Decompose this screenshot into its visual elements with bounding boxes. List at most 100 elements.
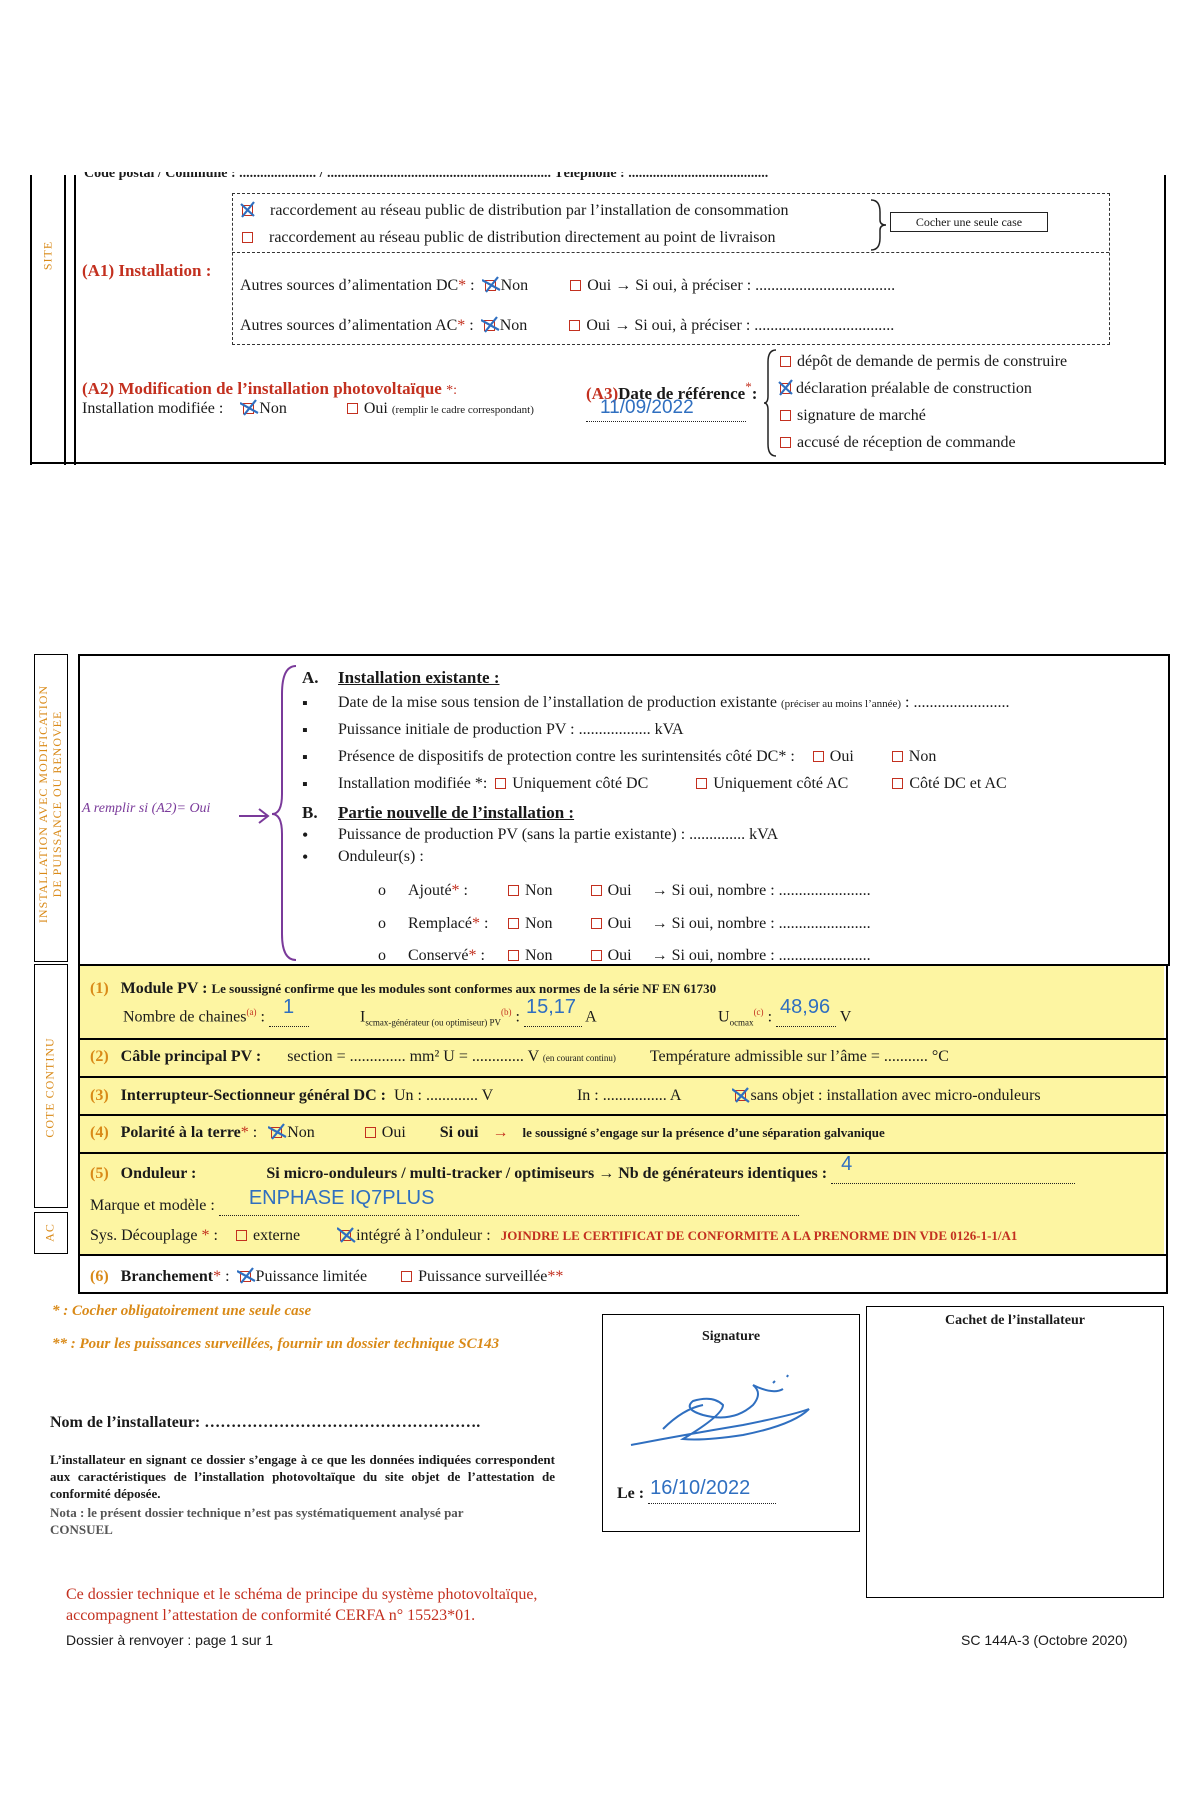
row-4: (4) Polarité à la terre* : Non Oui Si ou… xyxy=(90,1123,885,1141)
dc-frame xyxy=(78,964,1168,1294)
engage-text: L’installateur en signant ce dossier s’e… xyxy=(50,1452,555,1501)
brace-icon xyxy=(870,199,887,251)
conserve-non-checkbox-icon[interactable] xyxy=(508,950,519,961)
dc-oui-checkbox-icon[interactable] xyxy=(570,280,582,291)
frame-inner-left xyxy=(64,175,66,465)
conserve-oui-checkbox-icon[interactable] xyxy=(590,950,602,961)
inst-modifiee-row: Installation modifiée : Non Oui (remplir… xyxy=(82,399,534,418)
checkbox-icon xyxy=(780,410,791,421)
B-item-2-text: Onduleur(s) : xyxy=(338,848,424,865)
a2-oui-label: Oui xyxy=(363,400,388,417)
marque-field[interactable]: ENPHASE IQ7PLUS xyxy=(218,1187,799,1216)
frame-bottom xyxy=(30,462,1166,464)
dc-colon: : xyxy=(470,277,475,294)
ac-label: Autres sources d’alimentation AC xyxy=(240,317,458,334)
checked-box-icon xyxy=(778,379,793,396)
ac-colon: : xyxy=(469,317,474,334)
dossier-line-1: Ce dossier technique et le schéma de pri… xyxy=(66,1586,538,1603)
integre-checked-icon[interactable] xyxy=(337,1227,356,1243)
sans-objet-checked-icon[interactable] xyxy=(731,1087,750,1103)
le-label: Le : 16/10/2022 xyxy=(617,1477,777,1504)
inst-modifiee-label: Installation modifiée : xyxy=(82,400,224,417)
marque-value: ENPHASE IQ7PLUS xyxy=(248,1187,435,1209)
frame-left xyxy=(30,175,32,465)
ref-option-4[interactable]: accusé de réception de commande xyxy=(780,434,1016,452)
signature-scribble-icon xyxy=(630,1374,810,1446)
raccord-2-text: raccordement au réseau public de distrib… xyxy=(269,229,776,246)
raccord-option-1[interactable]: raccordement au réseau public de distrib… xyxy=(240,201,789,220)
protection-non-label: Non xyxy=(908,748,937,765)
dc-star: * xyxy=(458,277,467,294)
externe-checkbox-icon[interactable] xyxy=(235,1230,247,1241)
limitee-checked-icon[interactable] xyxy=(236,1267,256,1284)
chaines-field[interactable]: 1 xyxy=(268,996,309,1028)
surveillee-checkbox-icon[interactable] xyxy=(401,1271,413,1282)
dc-label: Autres sources d’alimentation DC xyxy=(240,277,459,294)
signature-box[interactable]: Signature Le : 16/10/2022 xyxy=(602,1314,860,1532)
protection-non-checkbox-icon[interactable] xyxy=(891,751,903,762)
a1-divider xyxy=(232,252,1109,253)
dc-non-checked-icon[interactable] xyxy=(481,276,501,293)
a3-date-value: 11/09/2022 xyxy=(600,397,694,418)
ac-oui-checkbox-icon[interactable] xyxy=(569,320,581,331)
ac-non-label: Non xyxy=(499,317,528,334)
ac-non-checked-icon[interactable] xyxy=(480,316,500,333)
opt-both-checkbox-icon[interactable] xyxy=(892,778,904,789)
row-4-bg xyxy=(80,1116,1164,1152)
frame-right xyxy=(1164,175,1166,465)
ajoute-oui-checkbox-icon[interactable] xyxy=(590,885,602,896)
divider-3 xyxy=(78,1114,1166,1116)
row-1-line-2: Nombre de chaines(a) : 1 xyxy=(123,996,309,1028)
polarite-oui-checkbox-icon[interactable] xyxy=(364,1127,376,1138)
remplace-non-checkbox-icon[interactable] xyxy=(508,918,519,929)
opt-both-label: Côté DC et AC xyxy=(909,775,1007,792)
uoc-field: Uocmax(c) : 48,96 V xyxy=(718,996,852,1028)
ac-cell xyxy=(34,1212,68,1254)
divider-2 xyxy=(78,1076,1166,1078)
a3-date-field[interactable]: 11/09/2022 xyxy=(586,397,746,422)
frame-inner-left-2 xyxy=(74,175,76,465)
A-item-2-text: Puissance initiale de production PV : ..… xyxy=(338,721,684,738)
cocher-seule-box: Cocher une seule case xyxy=(890,212,1048,232)
le-date-field[interactable]: 16/10/2022 xyxy=(648,1477,777,1504)
polarite-non-checked-icon[interactable] xyxy=(268,1123,287,1140)
row-5-line-3: Sys. Découplage * : externe intégré à l’… xyxy=(90,1227,1018,1244)
ref-option-2[interactable]: déclaration préalable de construction xyxy=(778,379,1032,398)
remplace-oui-checkbox-icon[interactable] xyxy=(590,918,602,929)
A-item-4-row: Installation modifiée *: Uniquement côté… xyxy=(338,775,1007,793)
ref-option-3[interactable]: signature de marché xyxy=(780,407,926,425)
opt-ac-checkbox-icon[interactable] xyxy=(696,778,708,789)
isc-input[interactable]: 15,17 xyxy=(524,996,582,1028)
nom-installateur: Nom de l’installateur: ……………………………………………… xyxy=(50,1414,481,1431)
cachet-title: Cachet de l’installateur xyxy=(945,1313,1085,1328)
chaines-label: Nombre de chaines xyxy=(123,1008,247,1026)
section-B-letter: B. xyxy=(302,803,318,822)
dc-oui-label: Oui → Si oui, à préciser : .............… xyxy=(587,277,896,294)
ref-4-text: accusé de réception de commande xyxy=(797,434,1016,451)
ond-ajoute-row: o Ajouté* : Non Oui → Si oui, nombre : .… xyxy=(378,882,871,899)
a2-non-checked-icon[interactable] xyxy=(240,399,259,416)
a2-oui-checkbox-icon[interactable] xyxy=(346,403,358,414)
raccord-option-2[interactable]: raccordement au réseau public de distrib… xyxy=(242,229,776,247)
opt-dc-checkbox-icon[interactable] xyxy=(495,778,507,789)
cut-header: Code postal / Commune : ................… xyxy=(84,166,769,181)
row-1-line-1: (1) Module PV : Le soussigné confirme qu… xyxy=(90,980,717,997)
A-item-3: ▪ xyxy=(302,749,308,766)
protection-oui-label: Oui xyxy=(829,748,854,765)
cachet-box[interactable]: Cachet de l’installateur xyxy=(866,1306,1164,1598)
section-A-title: Installation existante : xyxy=(338,668,500,687)
row-5-line-2: Marque et modèle : ENPHASE IQ7PLUS xyxy=(90,1187,799,1216)
row-1-bg xyxy=(80,966,1164,1038)
protection-oui-checkbox-icon[interactable] xyxy=(812,751,824,762)
uoc-input[interactable]: 48,96 xyxy=(776,996,837,1028)
renvoyer-text: Dossier à renvoyer : page 1 sur 1 xyxy=(66,1632,273,1648)
ac-star: * xyxy=(457,317,466,334)
ref-option-1[interactable]: dépôt de demande de permis de construire xyxy=(780,353,1067,371)
ac-vertical-label: AC xyxy=(42,1223,57,1242)
nb-generateurs-field[interactable]: 4 xyxy=(831,1153,1076,1184)
ajoute-non-checkbox-icon[interactable] xyxy=(508,885,519,896)
row-5-bg xyxy=(80,1154,1164,1254)
middle-label-cell xyxy=(34,654,68,962)
B-item-2: • xyxy=(302,847,309,867)
